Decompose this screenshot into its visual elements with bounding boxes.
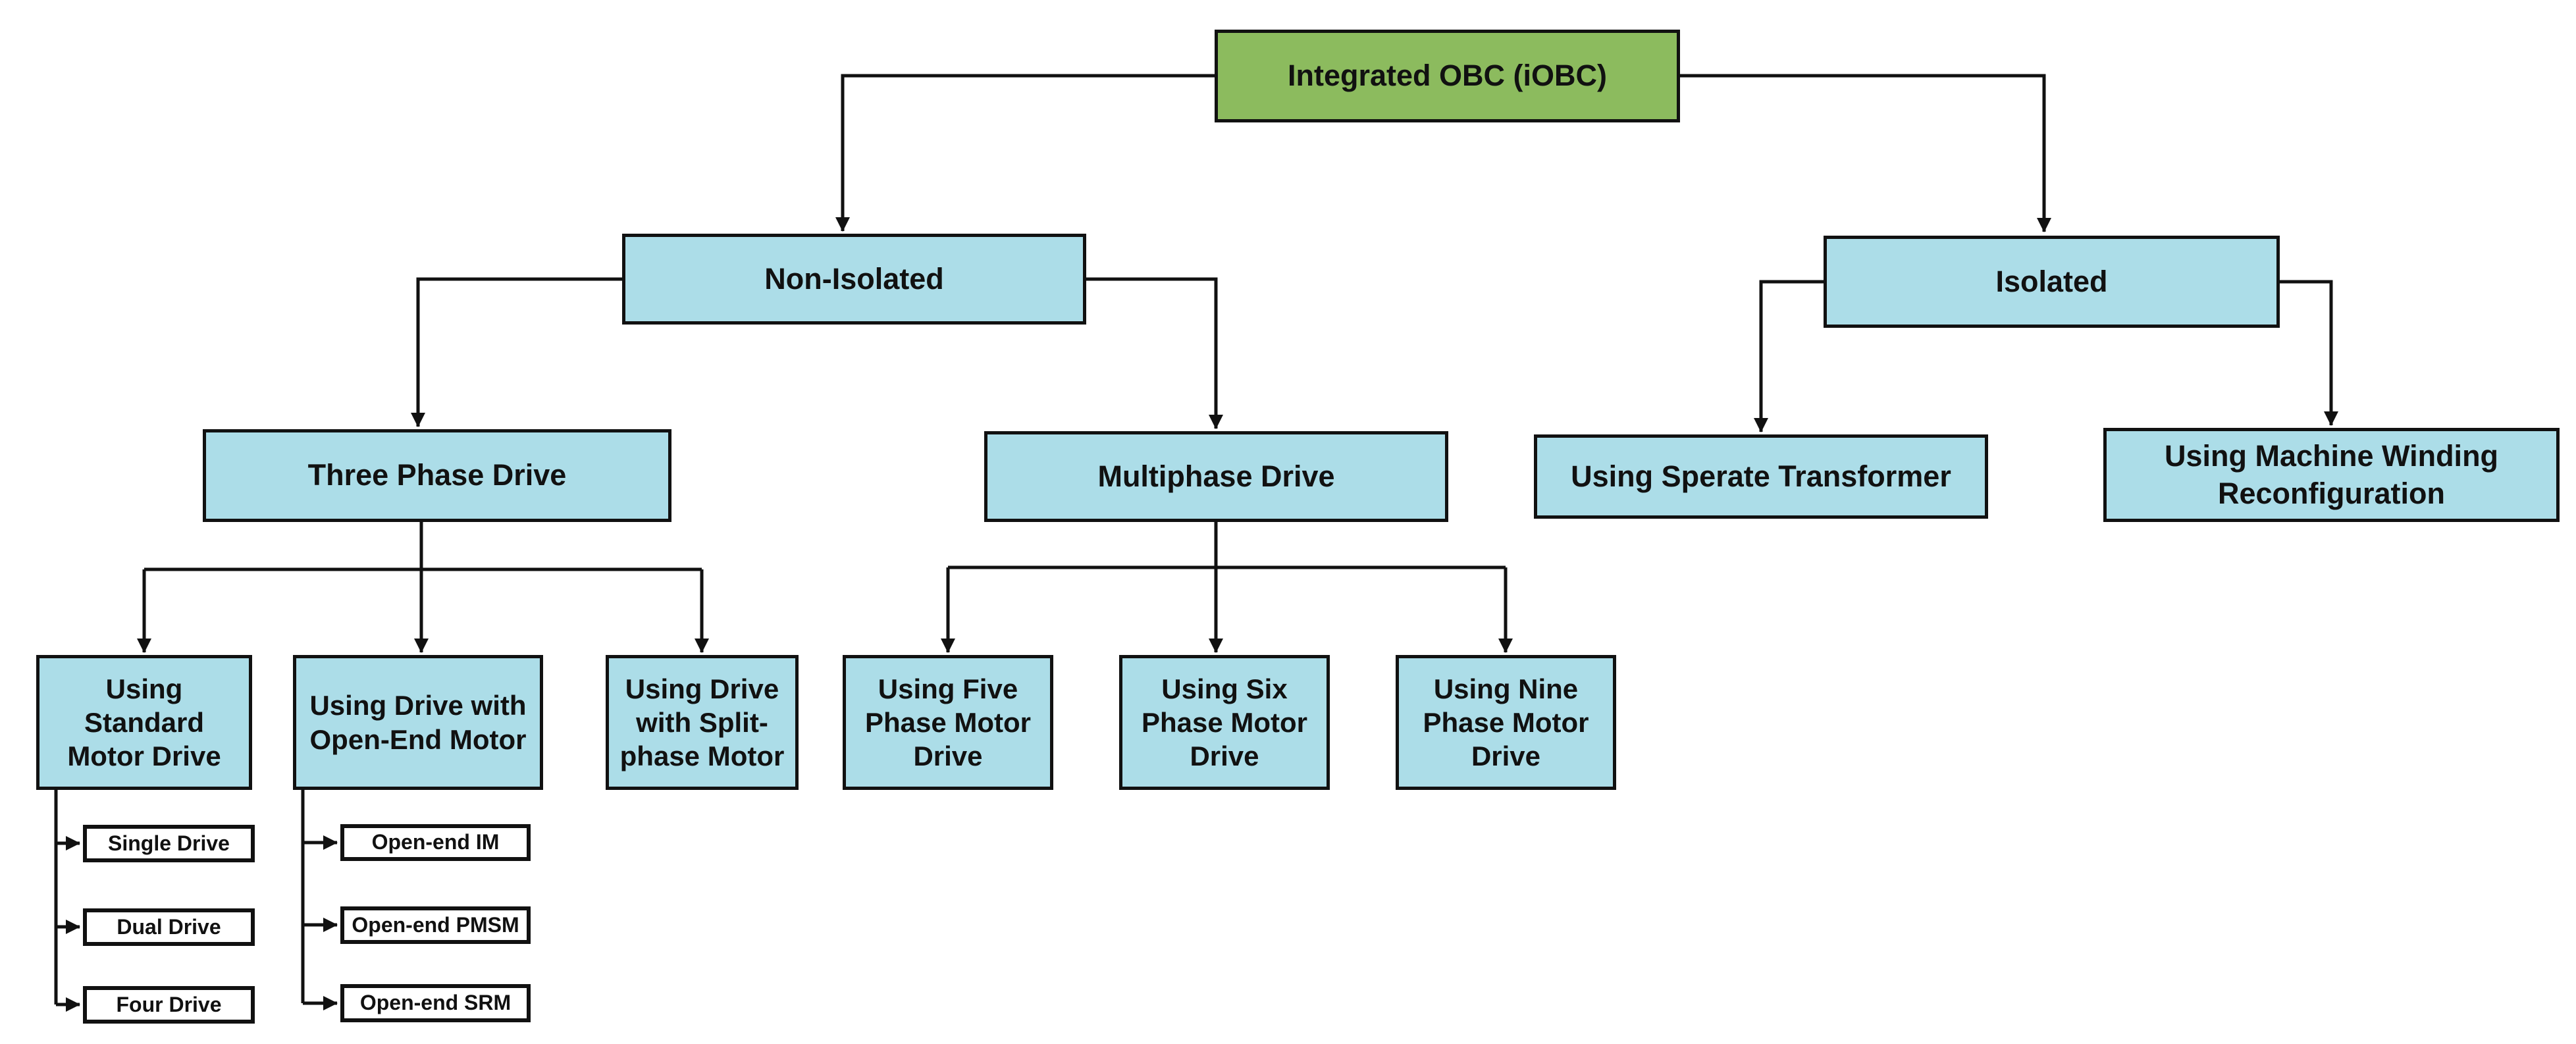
node-dual-drive: Dual Drive [83, 908, 255, 946]
node-open-end-im: Open-end IM [340, 824, 531, 861]
node-single-drive: Single Drive [83, 825, 255, 862]
node-machine-winding-reconfiguration: Using Machine Winding Reconfiguration [2103, 428, 2560, 522]
node-nine-phase-motor-drive: Using Nine Phase Motor Drive [1396, 655, 1616, 790]
node-separate-transformer: Using Sperate Transformer [1534, 434, 1988, 519]
node-three-phase-drive: Three Phase Drive [203, 429, 671, 522]
node-isolated: Isolated [1824, 236, 2280, 328]
node-five-phase-motor-drive: Using Five Phase Motor Drive [843, 655, 1053, 790]
connector-three-phase-bar [144, 522, 702, 571]
node-six-phase-motor-drive: Using Six Phase Motor Drive [1119, 655, 1330, 790]
node-non-isolated: Non-Isolated [622, 234, 1086, 325]
node-four-drive: Four Drive [83, 986, 255, 1024]
connector-isolated-to-machine-winding [2280, 280, 2338, 426]
node-open-end-srm: Open-end SRM [340, 984, 531, 1022]
node-split-phase-motor-drive: Using Drive with Split- phase Motor [606, 655, 799, 790]
connector-non-isolated-to-multiphase [1086, 277, 1223, 429]
node-open-end-motor-drive: Using Drive with Open-End Motor [293, 655, 543, 790]
connector-multiphase-bar [948, 522, 1506, 569]
connector-non-isolated-to-three-phase [411, 277, 622, 427]
connector-root-to-isolated [1680, 74, 2051, 232]
node-integrated-obc: Integrated OBC (iOBC) [1215, 30, 1680, 122]
node-standard-motor-drive: Using Standard Motor Drive [36, 655, 252, 790]
node-multiphase-drive: Multiphase Drive [984, 431, 1448, 522]
node-open-end-pmsm: Open-end PMSM [340, 906, 531, 944]
connector-isolated-to-separate-transformer [1754, 280, 1824, 432]
connector-root-to-non-isolated [835, 74, 1215, 232]
